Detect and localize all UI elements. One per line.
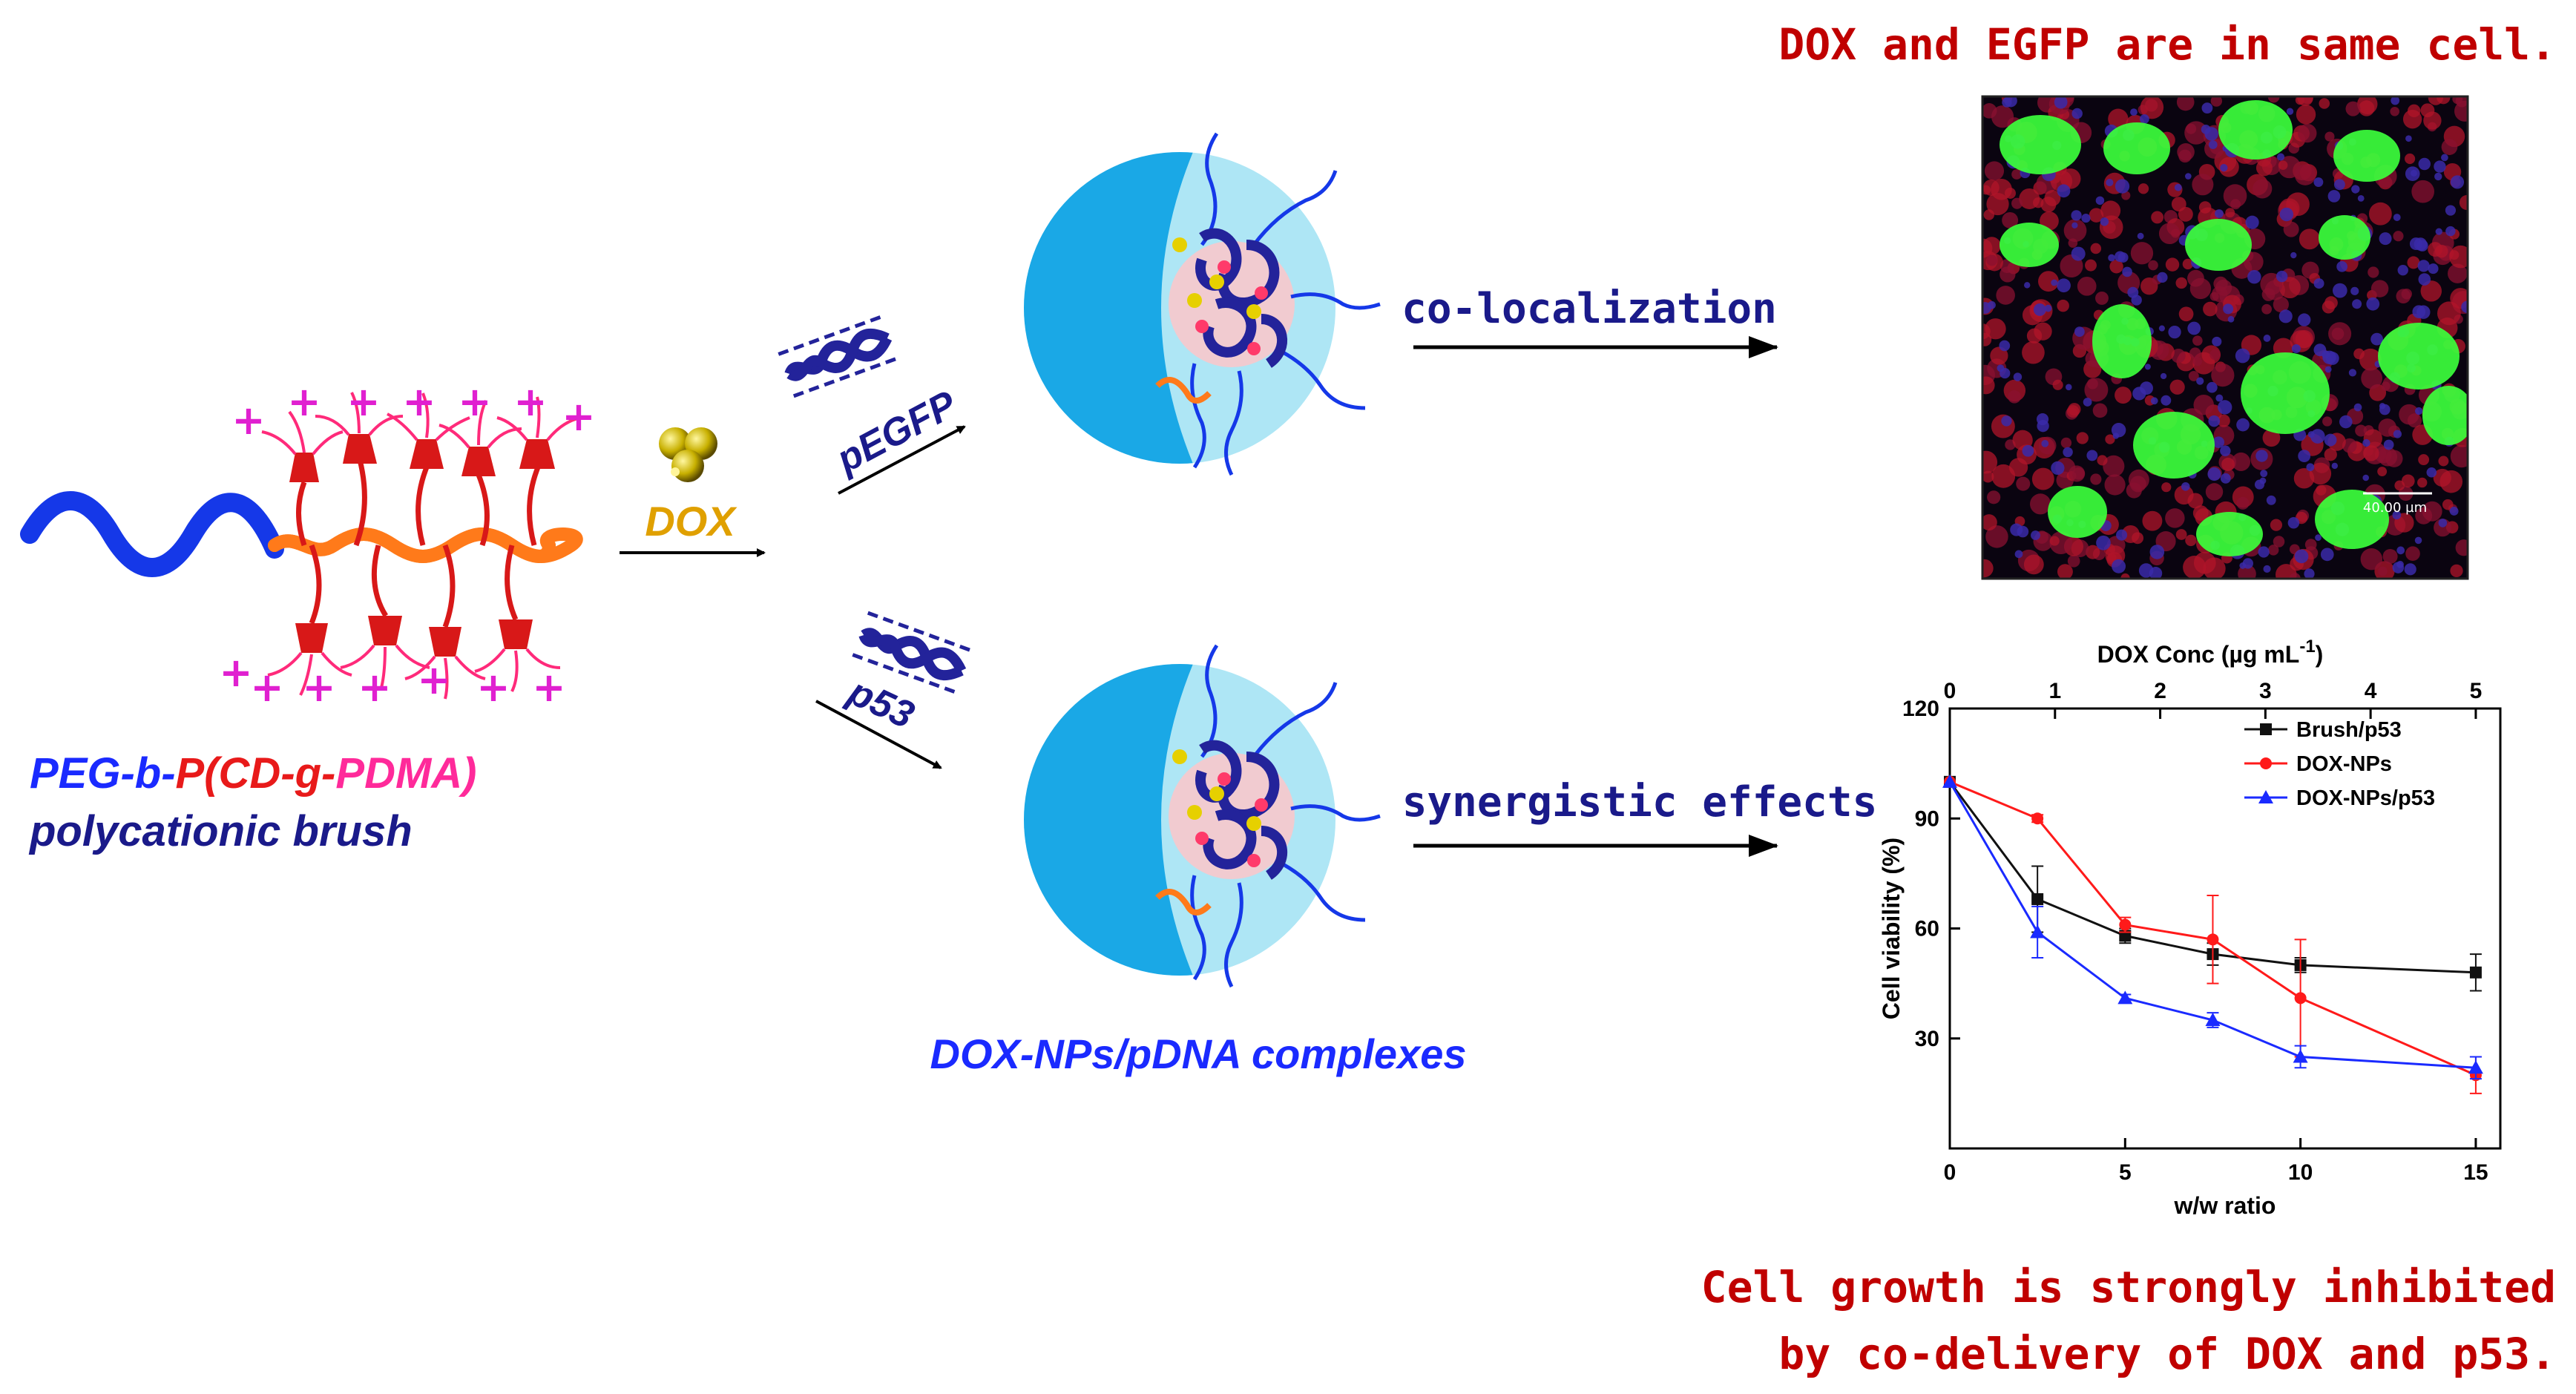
peg-chain [20,491,284,577]
svg-text:+: + [250,664,283,711]
svg-text:+: + [219,649,252,696]
x-tick-label: 15 [2463,1160,2488,1185]
legend-label: DOX-NPs [2296,752,2392,776]
svg-text:+: + [562,393,595,440]
nanoparticle-p53 [1024,644,1381,988]
svg-text:+: + [513,378,547,425]
series-line [1948,780,2476,974]
micrograph-caption: DOX and EGFP are in same cell. [1778,19,2556,70]
colocalization-label: co-localization [1402,285,1777,333]
conclusion-line2: by co-delivery of DOX and p53. [1778,1329,2556,1379]
p53-branch: p53 [815,611,973,769]
top-tick-label: 2 [2154,679,2166,703]
data-point [2468,1060,2483,1074]
data-point [1942,774,1957,788]
top-axis-label: DOX Conc (µg mL-1) [2097,637,2324,668]
data-point [2293,1049,2308,1063]
svg-text:+: + [458,378,491,425]
brush-subtitle: polycationic brush [28,807,413,855]
pdma-hairs [261,392,582,700]
svg-text:+: + [346,378,380,425]
series-line [1949,780,2477,1076]
svg-text:+: + [287,378,321,425]
data-point [2031,892,2044,905]
y-axis-label: Cell viability (%) [1878,838,1905,1019]
data-point [2469,966,2482,979]
data-point [2207,933,2219,946]
dox-label: DOX [645,498,737,545]
x-axis-label: w/w ratio [2174,1192,2276,1219]
svg-text:+: + [417,657,450,703]
svg-text:+: + [402,378,436,425]
svg-text:+: + [532,664,565,711]
svg-text:+: + [358,664,391,711]
data-point [2119,918,2132,931]
pegfp-plasmid-icon [778,314,899,398]
synergy-label: synergistic effects [1402,778,1878,826]
fluorescence-micrograph: 40.00 µm [1981,95,2469,580]
conclusion-line1: Cell growth is strongly inhibited [1701,1262,2556,1312]
top-tick-label: 5 [2470,679,2483,703]
series-line [1948,781,2477,1069]
y-tick-label: 30 [1915,1027,1939,1051]
top-tick-label: 4 [2365,679,2377,703]
legend-marker [2260,757,2272,769]
x-tick-label: 10 [2288,1160,2313,1185]
top-tick-label: 1 [2048,679,2061,703]
data-point [2205,1013,2221,1027]
y-tick-label: 120 [1902,697,1939,721]
brush-title: PEG-b-P(CD-g-PDMA) [30,749,476,798]
series-dox-nps-p53 [1942,774,2483,1080]
p53-plasmid-icon [852,611,973,695]
top-tick-label: 3 [2259,679,2272,703]
legend-marker [2258,790,2273,803]
pegfp-label: pEGFP [829,383,964,482]
y-tick-label: 90 [1915,806,1939,831]
plot-frame [1948,707,2502,1150]
legend-marker [2260,723,2272,735]
p53-label: p53 [841,669,921,737]
cd-cones [289,434,555,657]
legend-label: Brush/p53 [2296,718,2402,742]
legend-label: DOX-NPs/p53 [2296,786,2435,810]
complexes-label: DOX-NPs/pDNA complexes [930,1030,1467,1077]
x-tick-label: 0 [1944,1160,1956,1185]
polymer-brush: + + + + + + + + + + + + + + PEG-b-P(CD-g… [20,378,596,855]
top-tick-label: 0 [1944,679,1956,703]
svg-text:+: + [231,397,265,444]
y-tick-label: 60 [1915,917,1939,941]
data-point [2117,990,2133,1005]
data-point [2030,924,2046,938]
svg-text:+: + [476,664,510,711]
series-dox-nps [1944,775,2482,1094]
x-tick-label: 5 [2119,1160,2132,1185]
pegfp-branch: pEGFP [778,314,966,495]
cyclodextrin-grafts [296,459,541,628]
nanoparticle-pegfp [1024,132,1381,476]
dox-molecule-icon [659,427,717,482]
svg-text:+: + [302,664,335,711]
p53-arrow [815,700,942,769]
positive-charges: + + + + + + + + + + + + + + [219,378,595,711]
dox-step: DOX [620,427,766,557]
data-point [2294,992,2307,1005]
pegfp-arrow [838,425,966,495]
data-point [2031,812,2044,825]
scale-bar-label: 40.00 µm [2363,500,2427,516]
